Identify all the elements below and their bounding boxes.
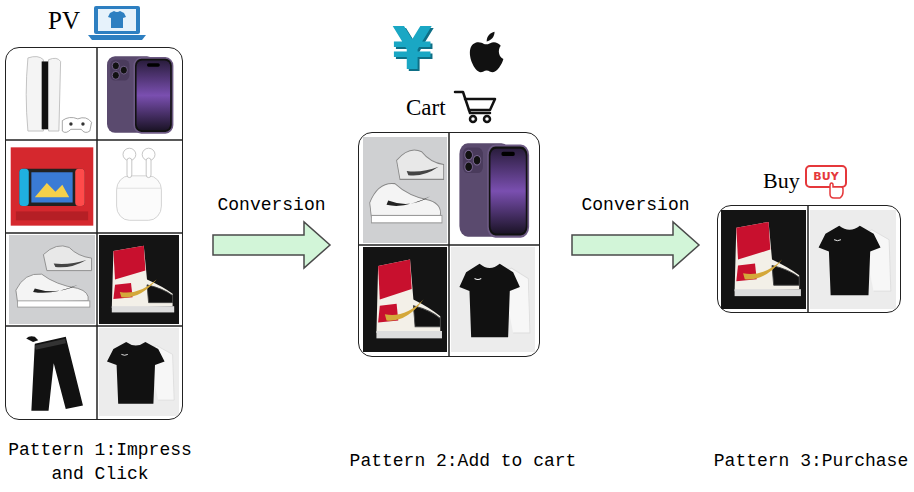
buy-badge bbox=[806, 166, 846, 198]
sneaker-image bbox=[363, 247, 447, 352]
grid-line bbox=[5, 325, 183, 327]
conversion-arrow bbox=[572, 222, 699, 268]
grid-line bbox=[5, 139, 183, 141]
tshirt-image bbox=[451, 247, 535, 352]
sneaker-image bbox=[99, 235, 179, 324]
pants-image bbox=[9, 328, 95, 416]
apple-logo bbox=[470, 32, 504, 72]
grid-line bbox=[5, 232, 183, 234]
tshirt-image bbox=[99, 328, 179, 416]
stage-heading: Buy bbox=[763, 169, 800, 193]
pattern-caption: Pattern 1:Impress and Click bbox=[0, 438, 200, 486]
grid-line bbox=[807, 205, 809, 313]
currency-symbol: ¥ bbox=[392, 20, 432, 78]
tshirt-image bbox=[810, 210, 896, 309]
game-console-image bbox=[9, 142, 95, 231]
conversion-arrow bbox=[213, 222, 330, 268]
sneaker-image bbox=[9, 235, 95, 324]
product-grid-box: CartPattern 2:Add to cart bbox=[358, 132, 540, 357]
sneaker-image bbox=[363, 137, 447, 243]
console-image bbox=[9, 51, 95, 138]
pattern-2-products bbox=[358, 132, 540, 357]
grid-line bbox=[358, 244, 540, 246]
pattern-1-products bbox=[5, 47, 183, 420]
sneaker-image bbox=[721, 210, 806, 309]
laptop-icon bbox=[88, 6, 146, 40]
pattern-caption: Pattern 2:Add to cart bbox=[338, 449, 588, 473]
badge-text: BUY bbox=[813, 171, 838, 182]
arrow-label: Conversion bbox=[581, 195, 689, 215]
phone-image bbox=[451, 137, 535, 243]
stage-heading: PV bbox=[48, 7, 80, 35]
earbuds-image bbox=[99, 142, 179, 231]
stage-heading: Cart bbox=[406, 95, 446, 120]
arrow-label: Conversion bbox=[217, 195, 325, 215]
product-grid-box: BuyPattern 3:Purchase bbox=[717, 205, 901, 313]
pattern-caption: Pattern 3:Purchase bbox=[711, 449, 911, 473]
pattern-3-products bbox=[721, 205, 896, 313]
cart-icon bbox=[455, 92, 495, 122]
product-grid-box: PVPattern 1:Impress and Click bbox=[5, 47, 183, 420]
phone-image bbox=[99, 51, 179, 138]
